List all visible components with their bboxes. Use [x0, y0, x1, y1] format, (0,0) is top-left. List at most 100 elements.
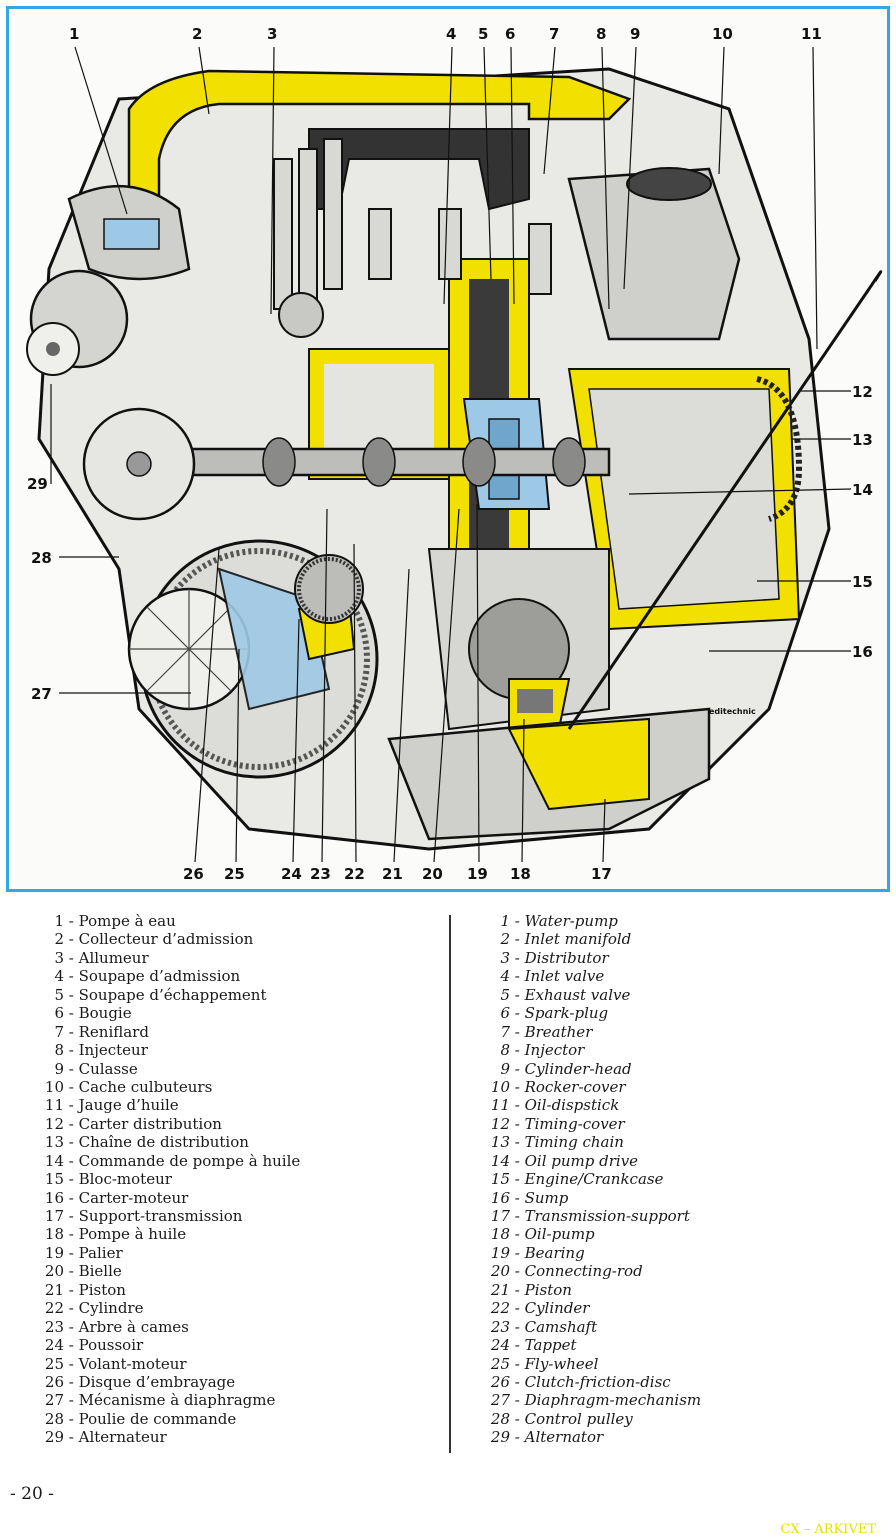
legend-item: 2 - Collecteur d’admission [20, 930, 300, 948]
callout-25: 25 [224, 865, 245, 883]
legend-item-number: 18 [490, 1225, 510, 1244]
legend-item-label: Oil-pump [524, 1225, 595, 1244]
callout-9: 9 [630, 25, 640, 43]
legend-item-label: Chaîne de distribution [78, 1133, 249, 1152]
legend-item: 14 - Commande de pompe à huile [20, 1152, 300, 1170]
legend-item-label: Piston [524, 1280, 572, 1299]
legend-item-label: Timing-cover [524, 1114, 625, 1133]
legend-item-number: 7 [54, 1022, 64, 1041]
legend-item-label: Injecteur [78, 1041, 148, 1060]
legend-item-number: 25 [490, 1354, 510, 1373]
callout-8: 8 [596, 25, 606, 43]
legend-item: 18 - Pompe à huile [20, 1225, 300, 1243]
legend-item: 7 - Breather [470, 1023, 701, 1041]
legend-item-number: 27 [490, 1391, 510, 1410]
legend-separator: - [510, 1391, 525, 1410]
legend-item-label: Distributor [524, 948, 609, 967]
legend-item: 17 - Transmission-support [470, 1207, 701, 1225]
legend-item-label: Cylindre [78, 1299, 144, 1318]
watermark: CX – ARKIVET [780, 1522, 876, 1537]
legend-item: 11 - Jauge d’huile [20, 1096, 300, 1114]
legend-item-label: Alternator [524, 1428, 604, 1447]
legend-item: 1 - Pompe à eau [20, 912, 300, 930]
legend-item-number: 23 [490, 1317, 510, 1336]
legend-item-number: 15 [44, 1170, 64, 1189]
callout-14: 14 [852, 481, 873, 499]
callout-10: 10 [712, 25, 733, 43]
legend-item-label: Fly-wheel [524, 1354, 599, 1373]
legend-item: 12 - Timing-cover [470, 1115, 701, 1133]
legend-item: 27 - Mécanisme à diaphragme [20, 1391, 300, 1409]
legend-item-number: 4 [54, 967, 64, 986]
callout-18: 18 [510, 865, 531, 883]
legend-separator: - [64, 1317, 79, 1336]
legend-separator: - [510, 1004, 525, 1023]
legend-item-number: 13 [490, 1133, 510, 1152]
legend-item: 28 - Control pulley [470, 1410, 701, 1428]
legend-separator: - [64, 1041, 79, 1060]
legend-separator: - [510, 1170, 525, 1189]
legend-item: 6 - Spark-plug [470, 1004, 701, 1022]
legend-item: 15 - Bloc-moteur [20, 1170, 300, 1188]
legend-separator: - [510, 1188, 525, 1207]
legend-item: 23 - Camshaft [470, 1318, 701, 1336]
callout-22: 22 [344, 865, 365, 883]
legend-item-label: Pompe à huile [78, 1225, 187, 1244]
legend-item-number: 12 [490, 1114, 510, 1133]
legend-item-number: 24 [44, 1336, 64, 1355]
legend-separator: - [510, 1114, 525, 1133]
legend-item: 7 - Reniflard [20, 1023, 300, 1041]
legend-item-label: Cylinder [524, 1299, 590, 1318]
legend-item: 19 - Palier [20, 1244, 300, 1262]
legend-item-number: 24 [490, 1336, 510, 1355]
legend-item-label: Jauge d’huile [78, 1096, 179, 1115]
legend-item: 5 - Soupape d’échappement [20, 986, 300, 1004]
legend-item-label: Pompe à eau [78, 912, 176, 930]
legend-item-label: Carter-moteur [78, 1188, 189, 1207]
legend-item: 3 - Allumeur [20, 949, 300, 967]
legend-item-number: 18 [44, 1225, 64, 1244]
legend-item: 28 - Poulie de commande [20, 1410, 300, 1428]
legend-separator: - [64, 1170, 79, 1189]
legend-item: 9 - Cylinder-head [470, 1060, 701, 1078]
legend-item-number: 19 [490, 1243, 510, 1262]
legend-item: 22 - Cylinder [470, 1299, 701, 1317]
legend-item-label: Bloc-moteur [78, 1170, 172, 1189]
callout-11: 11 [801, 25, 822, 43]
legend-separator: - [510, 1225, 525, 1244]
callout-7: 7 [549, 25, 559, 43]
legend-separator: - [64, 1299, 79, 1318]
legend-separator: - [510, 1022, 525, 1041]
legend-separator: - [64, 1409, 79, 1428]
callout-16: 16 [852, 643, 873, 661]
legend-item-label: Injector [524, 1041, 585, 1060]
legend-item: 13 - Chaîne de distribution [20, 1133, 300, 1151]
legend-item-number: 28 [490, 1409, 510, 1428]
legend-separator: - [510, 1299, 525, 1318]
legend-item: 23 - Arbre à cames [20, 1318, 300, 1336]
legend-item-label: Reniflard [78, 1022, 149, 1041]
legend-separator: - [510, 912, 525, 930]
legend-item: 4 - Inlet valve [470, 967, 701, 985]
legend-separator: - [64, 1188, 79, 1207]
legend-item: 26 - Disque d’embrayage [20, 1373, 300, 1391]
legend-item-number: 26 [44, 1372, 64, 1391]
legend-item-label: Connecting-rod [524, 1262, 643, 1281]
legend-separator: - [510, 1096, 525, 1115]
editechnic-logo: editechnic [709, 707, 756, 716]
legend-item: 29 - Alternateur [20, 1428, 300, 1446]
legend-separator: - [510, 1243, 525, 1262]
legend-separator: - [510, 1354, 525, 1373]
callout-2: 2 [192, 25, 202, 43]
callout-24: 24 [281, 865, 302, 883]
legend-item: 21 - Piston [470, 1281, 701, 1299]
legend-item-number: 4 [500, 967, 510, 986]
legend-item-label: Disque d’embrayage [78, 1372, 236, 1391]
legend-item: 2 - Inlet manifold [470, 930, 701, 948]
legend-item-label: Poulie de commande [78, 1409, 237, 1428]
legend-item: 8 - Injecteur [20, 1041, 300, 1059]
legend-item-label: Carter distribution [78, 1114, 222, 1133]
legend-item: 11 - Oil-dispstick [470, 1096, 701, 1114]
legend-item: 20 - Connecting-rod [470, 1262, 701, 1280]
legend-item-number: 6 [500, 1004, 510, 1023]
